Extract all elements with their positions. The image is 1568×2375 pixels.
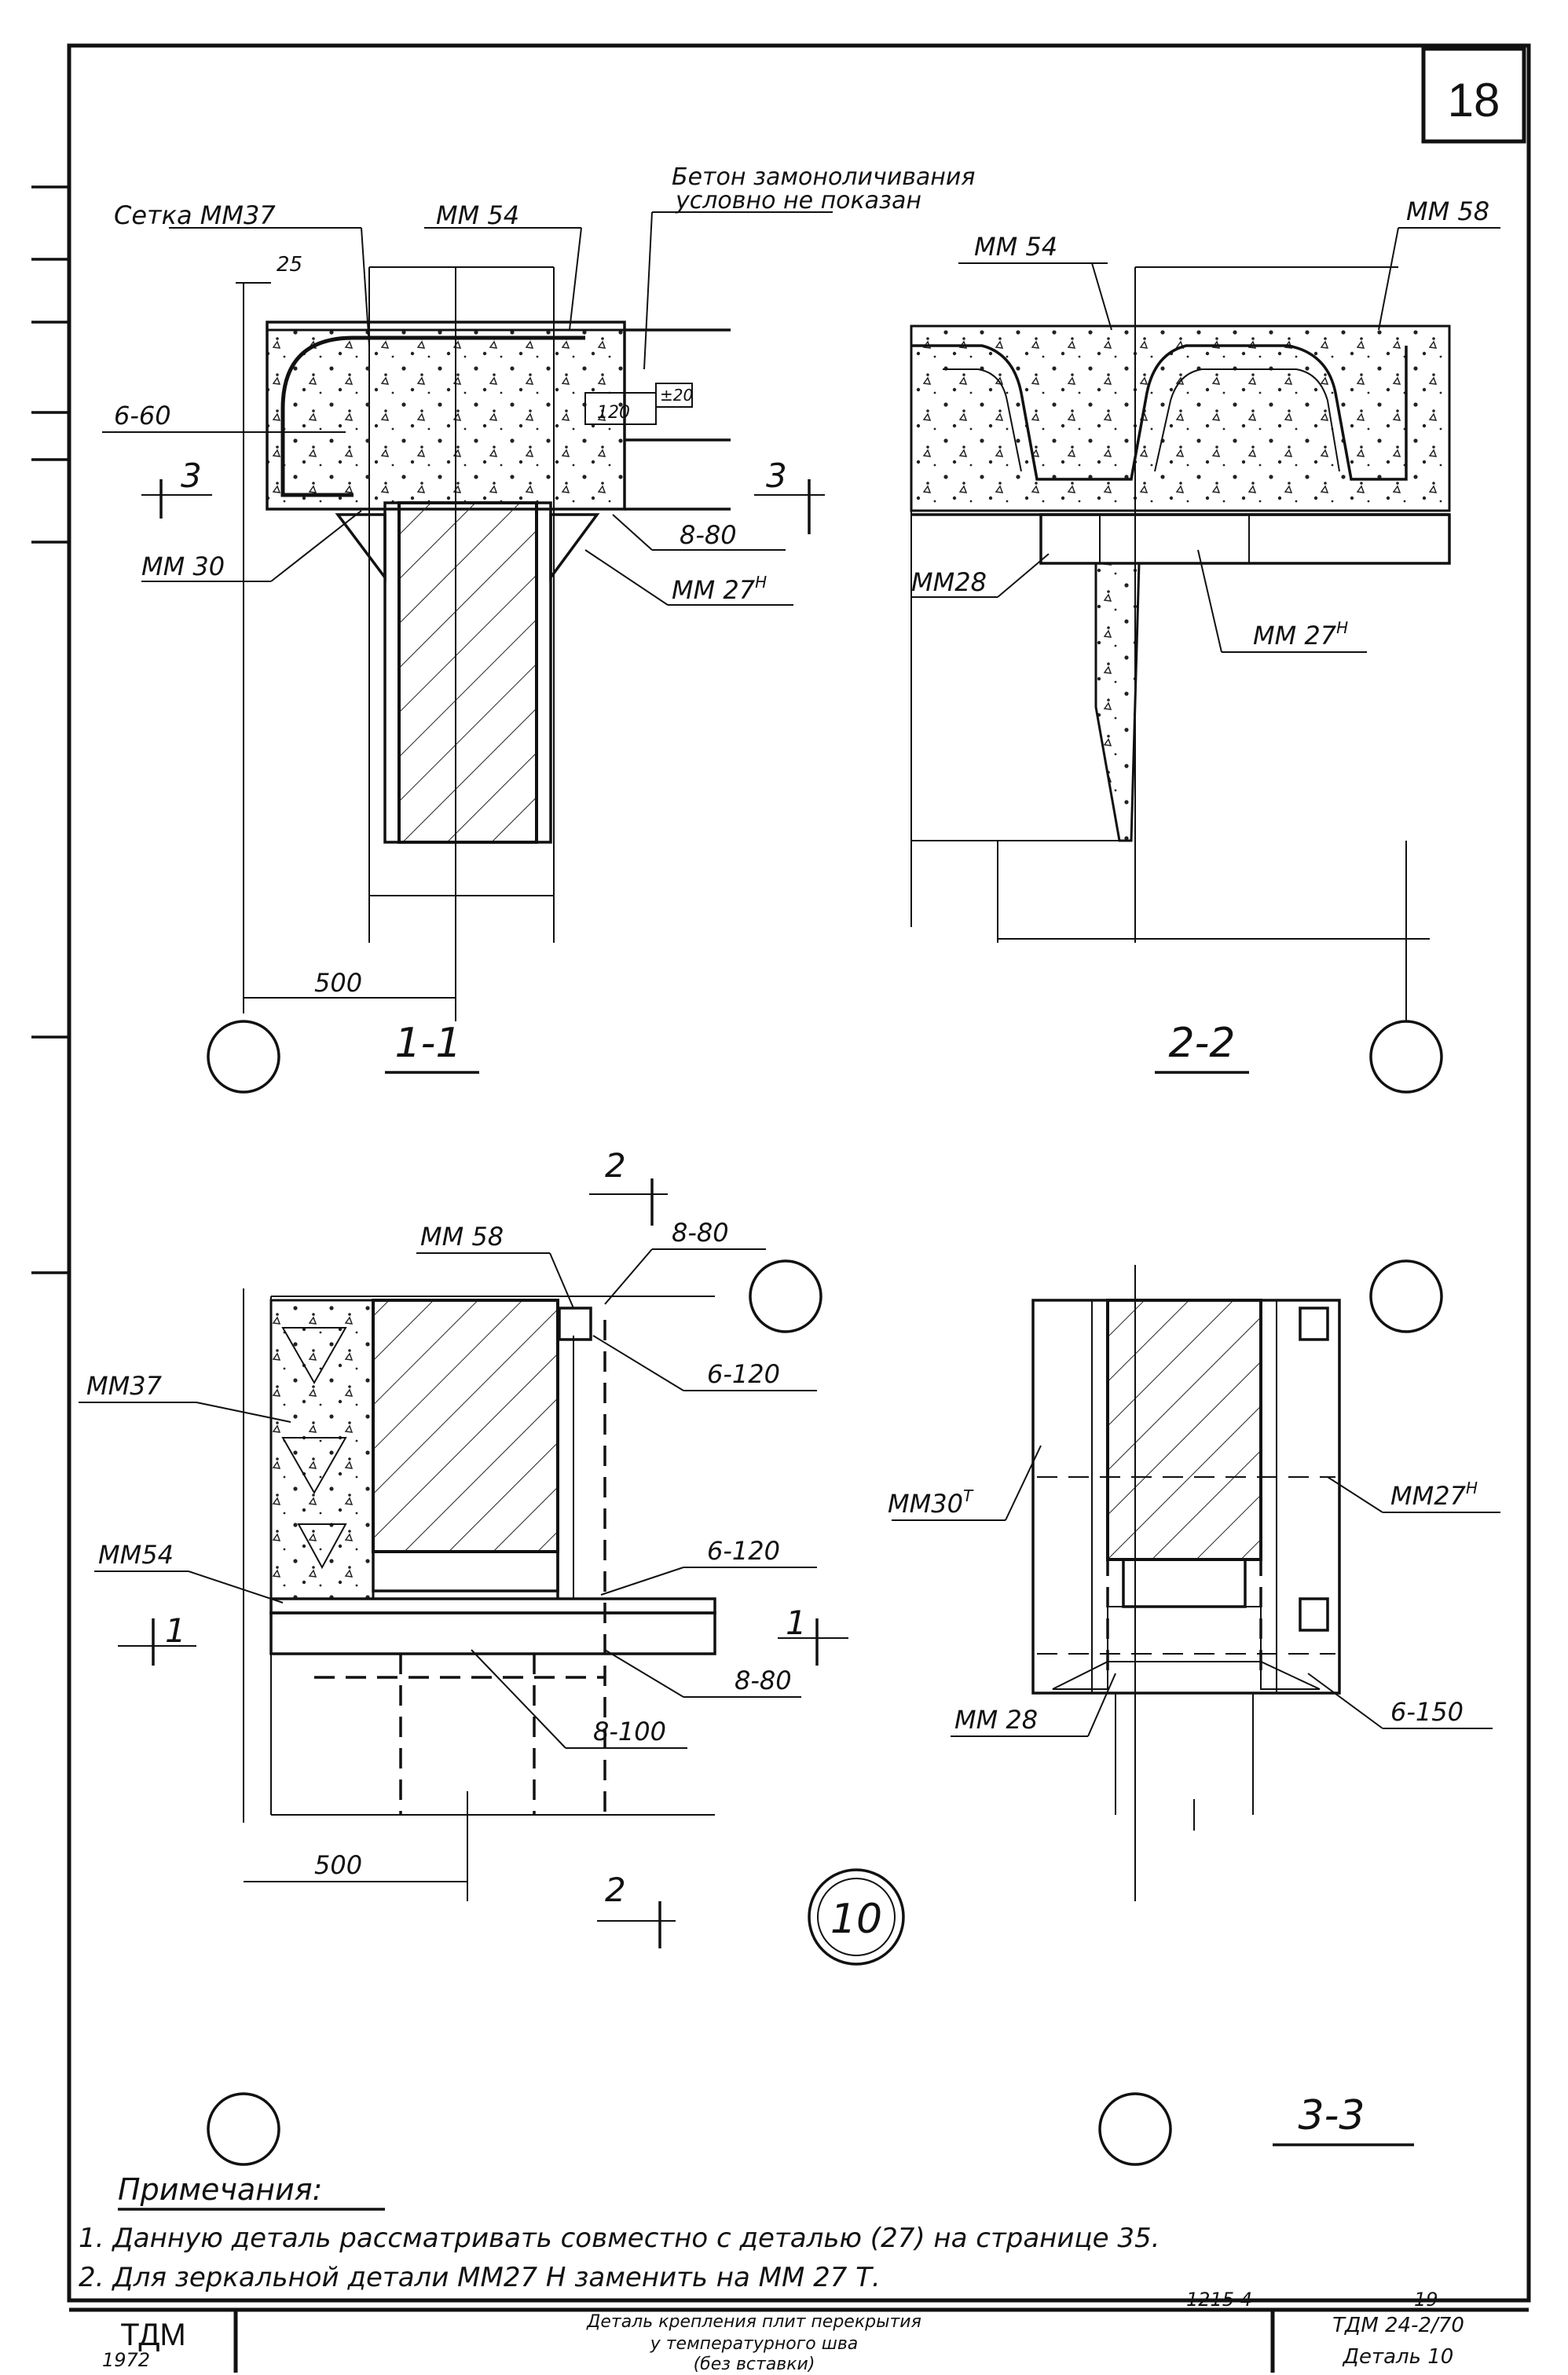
section-title-3-3: 3-3 [1299,2092,1365,2139]
label-mm37: ММ37 [86,1371,163,1401]
label-mark-pm20: ±20 [660,386,693,405]
label-rebar-6-150: 6-150 [1390,1697,1464,1727]
notes-heading: Примечания: [118,2172,322,2207]
label-mm58: ММ 58 [1406,196,1489,226]
label-mark-120: 120 [597,403,630,423]
doc-code: ТДМ 24-2/70 [1332,2314,1464,2337]
detail-ref: Деталь 10 [1343,2345,1454,2369]
label-mm27h: ММ 27Н [672,573,767,605]
label-weld-8-80-top: 8-80 [672,1218,729,1248]
sheet-index: 19 [1414,2289,1438,2311]
title-block: ТДМ 1972 Деталь крепления плит перекрыти… [69,2307,1529,2374]
archive-number: 1215 4 [1186,2289,1252,2311]
label-dim-500: 500 [314,1850,362,1880]
cut-3-right: 3 [766,456,787,495]
label-dim-25: 25 [277,253,302,277]
label-dim-500: 500 [314,968,362,998]
detail-number-circle [808,1868,905,1966]
section-2-2: ММ 54 ММ 58 ММ28 ММ 27Н 2-2 [910,196,1500,1094]
label-mm58: ММ 58 [420,1222,504,1252]
label-mm54: ММ 54 [974,232,1057,262]
title-line-3: (без вставки) [694,2355,815,2374]
title-line-2: у температурного шва [650,2334,859,2354]
section-1-1: Сетка ММ37 ММ 54 Бетон замоноличивания у… [102,163,975,1094]
label-rebar-6-60: 6-60 [114,401,171,431]
section-3-3: ММ30Т ММ27Н ММ 28 6-150 3-3 [888,1259,1500,2166]
sheet-frame [31,43,1531,2303]
label-mm54: ММ54 [98,1540,174,1570]
cut-1-left: 1 [165,1611,186,1650]
label-weld-8-80-bottom: 8-80 [735,1666,792,1695]
cut-2-top: 2 [605,1146,626,1185]
label-mm54: ММ 54 [436,200,519,230]
label-mm28: ММ28 [911,567,987,597]
label-mm27h: ММ27Н [1390,1479,1478,1511]
detail-number: 10 [830,1896,882,1943]
label-mm27h: ММ 27Н [1253,618,1348,651]
logo-tdm: ТДМ [120,2318,186,2352]
label-rebar-6-120-b: 6-120 [707,1536,780,1566]
label-mm30t: ММ30Т [888,1486,974,1519]
label-mm30: ММ 30 [141,552,225,581]
label-weld-8-100: 8-100 [593,1717,666,1746]
label-rebar-6-120-a: 6-120 [707,1359,780,1389]
label-concrete-note-1: Бетон замоноличивания [672,163,975,191]
title-line-1: Деталь крепления плит перекрытия [586,2312,921,2332]
page-number: 18 [1448,74,1500,126]
cut-1-right: 1 [786,1603,807,1642]
label-concrete-note-2: условно не показан [675,187,921,214]
year: 1972 [102,2349,150,2371]
notes: Примечания: 1. Данную деталь рассматрива… [79,2172,1160,2293]
cut-2-bottom: 2 [605,1871,626,1909]
label-weld-8-80: 8-80 [680,520,737,550]
plan-view: 2 ММ 58 8-80 ММ37 6-120 6-120 ММ54 1 1 8… [79,1146,905,2166]
label-mm28: ММ 28 [954,1705,1038,1735]
page-number-box: 18 [1421,46,1526,144]
note-2: 2. Для зеркальной детали ММ27 Н заменить… [79,2262,881,2293]
note-1: 1. Данную деталь рассматривать совместно… [79,2223,1160,2254]
section-title-2-2: 2-2 [1169,1020,1236,1067]
label-mesh-mm37: Сетка ММ37 [114,200,276,230]
section-title-1-1: 1-1 [395,1020,462,1067]
cut-3-left: 3 [181,456,202,495]
